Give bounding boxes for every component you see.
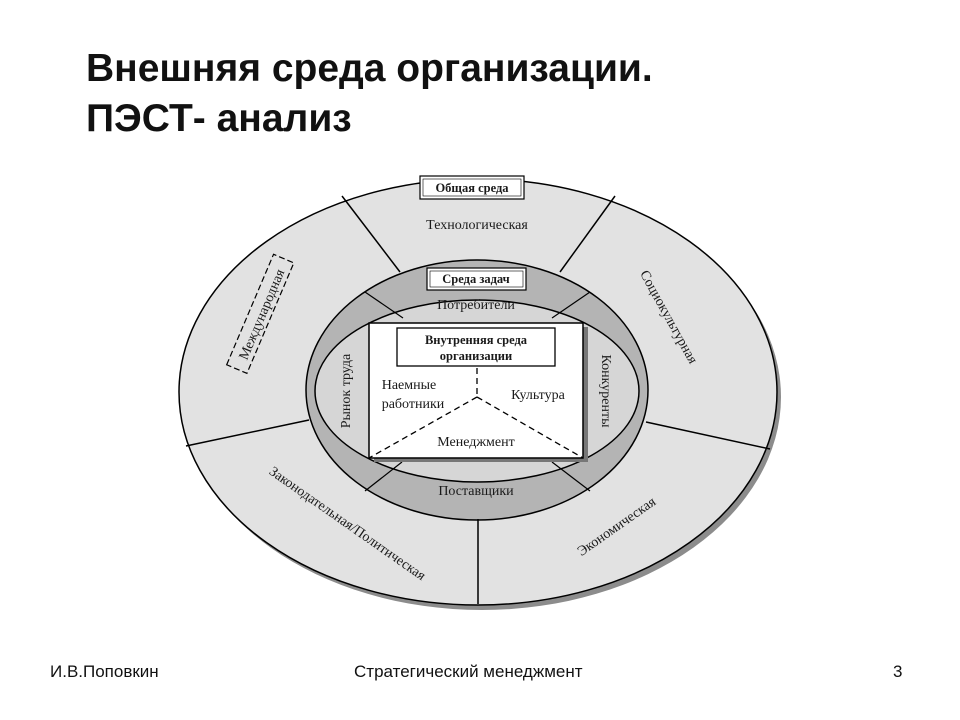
footer-author: И.В.Поповкин xyxy=(50,662,159,681)
divider-task-sw xyxy=(364,461,403,492)
internal-employees-line1: Наемные xyxy=(382,378,437,393)
internal-employees-line2: работники xyxy=(382,397,445,412)
task-dividers xyxy=(364,291,591,492)
internal-env-label-line1: Внутренняя среда xyxy=(425,333,528,347)
task-suppliers: Поставщики xyxy=(438,484,514,499)
outer-dividers xyxy=(185,195,771,604)
general-env-label-box xyxy=(419,175,525,200)
divider-internal-left xyxy=(368,396,478,459)
divider-tech-social xyxy=(559,195,616,273)
footer-page-number: 3 xyxy=(893,662,903,681)
international-dashed-box xyxy=(225,253,295,375)
divider-legal-international xyxy=(185,419,310,447)
sector-technological: Технологическая xyxy=(426,218,528,233)
slide-title-line1: Внешняя среда организации. xyxy=(86,47,653,90)
divider-tech-international xyxy=(341,195,401,273)
divider-task-ne xyxy=(551,291,591,319)
slide-title-line2: ПЭСТ- анализ xyxy=(86,97,352,140)
divider-social-economic xyxy=(645,421,771,450)
task-consumers: Потребители xyxy=(437,298,515,313)
divider-task-nw xyxy=(364,291,404,319)
internal-management: Менеджмент xyxy=(437,435,514,450)
internal-dividers xyxy=(368,368,584,459)
task-competitors: Конкуренты xyxy=(598,355,613,429)
internal-env-label-box xyxy=(396,327,556,367)
task-env-label-box xyxy=(426,267,527,291)
internal-culture: Культура xyxy=(511,388,565,403)
general-env-label: Общая среда xyxy=(435,181,509,195)
task-labor-market: Рынок труда xyxy=(339,353,354,428)
internal-env-label-line2: организации xyxy=(440,349,512,363)
divider-internal-right xyxy=(476,396,584,459)
divider-task-se xyxy=(551,461,591,492)
task-env-label: Среда задач xyxy=(442,272,509,286)
task-env-label-box-border xyxy=(429,270,524,288)
general-env-label-box-border xyxy=(422,178,522,197)
footer-course: Стратегический менеджмент xyxy=(354,662,583,681)
slide-title: Внешняя среда организации. ПЭСТ- анализ xyxy=(86,44,886,144)
